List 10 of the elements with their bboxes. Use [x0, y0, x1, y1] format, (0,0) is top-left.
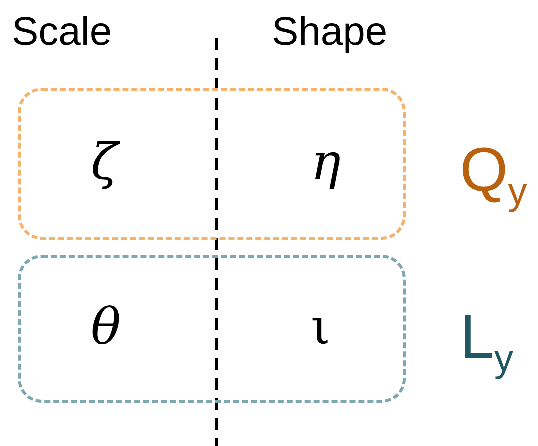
math-symbol: θ: [91, 302, 122, 352]
dashed-group-box: [18, 255, 406, 403]
variable-label: Q$_{y}$: [460, 140, 528, 212]
math-symbol: ι: [311, 302, 331, 352]
variable-label: L$_{y}$: [460, 307, 514, 378]
column-heading: Scale: [12, 12, 112, 52]
column-heading: Shape: [272, 12, 388, 52]
dashed-group-box: [18, 88, 406, 240]
math-symbol: η: [311, 137, 341, 187]
math-symbol: ζ: [91, 137, 118, 187]
